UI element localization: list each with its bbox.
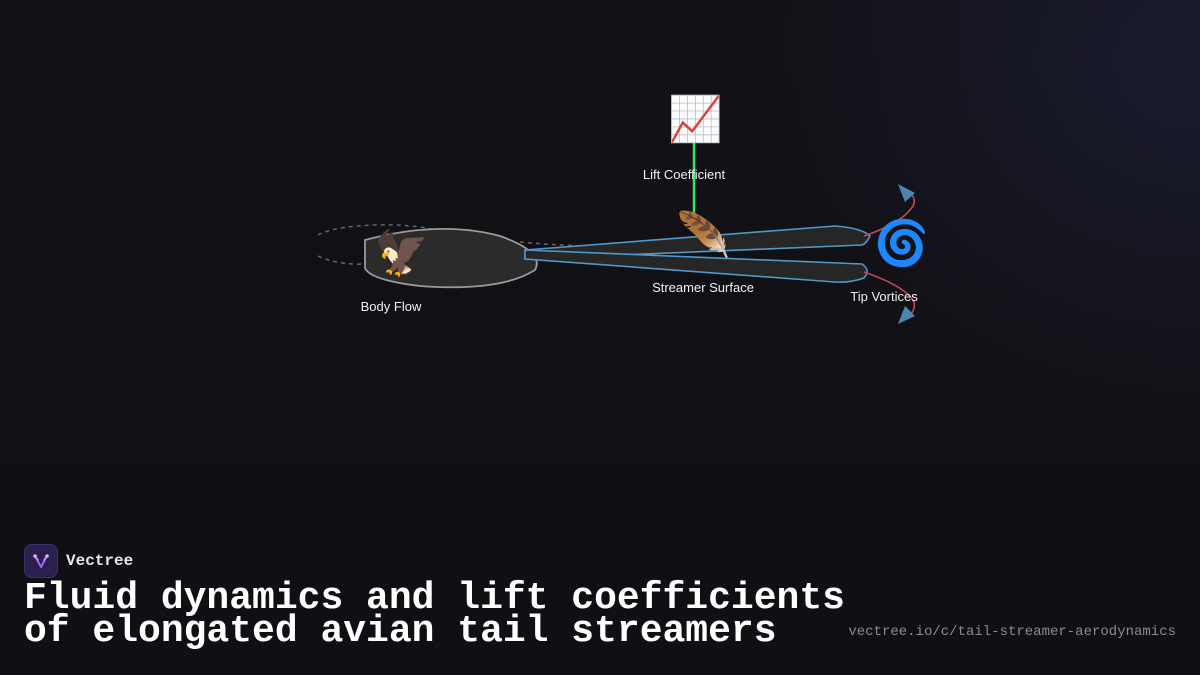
vectree-logo-icon: [24, 544, 58, 578]
cyclone-icon: 🌀: [874, 216, 929, 269]
body-shape: [364, 228, 538, 289]
page-url: vectree.io/c/tail-streamer-aerodynamics: [848, 624, 1176, 640]
headline: Fluid dynamics and lift coefficients of …: [24, 577, 845, 653]
brand: Vectree: [24, 544, 133, 578]
footer: Vectree: [24, 544, 133, 578]
chart-increasing-icon: 📈: [668, 94, 723, 145]
brand-name: Vectree: [66, 552, 134, 570]
headline-line-2: of elongated avian tail streamers: [24, 610, 777, 653]
body-flow-dashed-tail: [317, 255, 366, 265]
upper-streamer: [524, 225, 871, 260]
lift-coefficient-label: Lift Coefficient: [643, 167, 726, 182]
lower-streamer: [524, 249, 868, 283]
feather-icon: 🪶: [676, 208, 731, 261]
eagle-icon: 🦅: [374, 226, 429, 279]
lower-vortex-arrow: [898, 306, 915, 324]
body-flow-label: Body Flow: [361, 299, 422, 314]
headline-line-1: Fluid dynamics and lift coefficients: [24, 577, 845, 620]
upper-vortex-arrow: [898, 184, 915, 202]
streamer-surface-label: Streamer Surface: [652, 280, 754, 295]
tip-vortices-label: Tip Vortices: [850, 289, 918, 304]
